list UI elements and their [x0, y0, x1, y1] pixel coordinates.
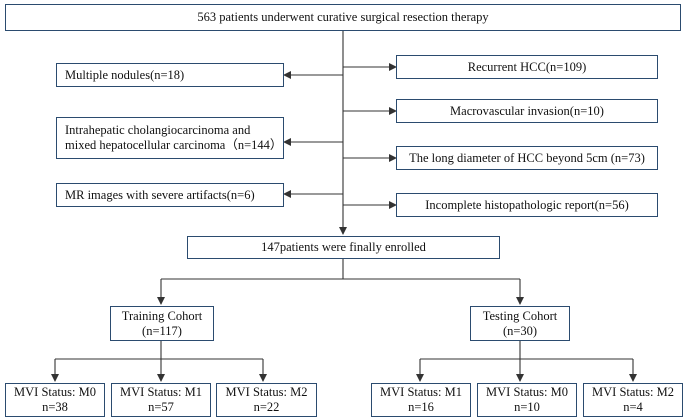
- exclusion-text: Incomplete histopathologic report(n=56): [425, 197, 629, 212]
- total-patients-box: 563 patients underwent curative surgical…: [5, 4, 681, 31]
- exclusion-long-diameter-box: The long diameter of HCC beyond 5cm (n=7…: [396, 146, 658, 170]
- exclusion-text: The long diameter of HCC beyond 5cm (n=7…: [409, 150, 645, 165]
- exclusion-cholangiocarcinoma-box: Intrahepatic cholangiocarcinoma and mixe…: [56, 117, 284, 159]
- exclusion-text: mixed hepatocellular carcinoma（n=144）: [65, 138, 283, 152]
- group-status: MVI Status: M2: [592, 385, 674, 399]
- exclusion-text: Intrahepatic cholangiocarcinoma and: [65, 123, 251, 137]
- training-cohort-box: Training Cohort (n=117): [110, 306, 214, 341]
- exclusion-text: Recurrent HCC(n=109): [467, 59, 587, 74]
- exclusion-mr-artifacts-box: MR images with severe artifacts(n=6): [56, 183, 284, 207]
- exclusion-multiple-nodules-box: Multiple nodules(n=18): [56, 63, 284, 87]
- training-group-box: MVI Status: M2 n=22: [216, 383, 317, 417]
- group-status: MVI Status: M0: [14, 385, 96, 399]
- group-status: MVI Status: M2: [225, 385, 308, 399]
- group-status: MVI Status: M1: [120, 385, 202, 399]
- training-cohort-title: Training Cohort: [121, 308, 203, 323]
- testing-cohort-title: Testing Cohort: [482, 308, 558, 323]
- exclusion-incomplete-report-box: Incomplete histopathologic report(n=56): [396, 193, 658, 217]
- group-status: MVI Status: M0: [486, 385, 568, 399]
- training-group-box: MVI Status: M0 n=38: [5, 383, 105, 417]
- testing-cohort-count: (n=30): [502, 323, 538, 338]
- exclusion-macrovascular-box: Macrovascular invasion(n=10): [396, 99, 658, 123]
- training-group-box: MVI Status: M1 n=57: [111, 383, 211, 417]
- exclusion-text: Macrovascular invasion(n=10): [450, 103, 604, 118]
- testing-cohort-box: Testing Cohort (n=30): [470, 306, 570, 341]
- enrolled-text: 147patients were finally enrolled: [261, 240, 426, 254]
- total-patients-text: 563 patients underwent curative surgical…: [197, 10, 489, 24]
- group-count: n=57: [148, 400, 174, 414]
- exclusion-text: MR images with severe artifacts(n=6): [65, 187, 255, 202]
- group-count: n=38: [42, 400, 68, 414]
- exclusion-recurrent-hcc-box: Recurrent HCC(n=109): [396, 55, 658, 79]
- training-cohort-count: (n=117): [142, 323, 182, 338]
- group-count: n=4: [623, 400, 643, 414]
- testing-group-box: MVI Status: M1 n=16: [371, 383, 471, 417]
- testing-group-box: MVI Status: M2 n=4: [583, 383, 683, 417]
- group-count: n=10: [514, 400, 540, 414]
- testing-group-box: MVI Status: M0 n=10: [477, 383, 577, 417]
- group-status: MVI Status: M1: [380, 385, 462, 399]
- group-count: n=22: [253, 400, 280, 414]
- enrolled-box: 147patients were finally enrolled: [187, 236, 500, 259]
- group-count: n=16: [408, 400, 434, 414]
- exclusion-text: Multiple nodules(n=18): [65, 67, 185, 82]
